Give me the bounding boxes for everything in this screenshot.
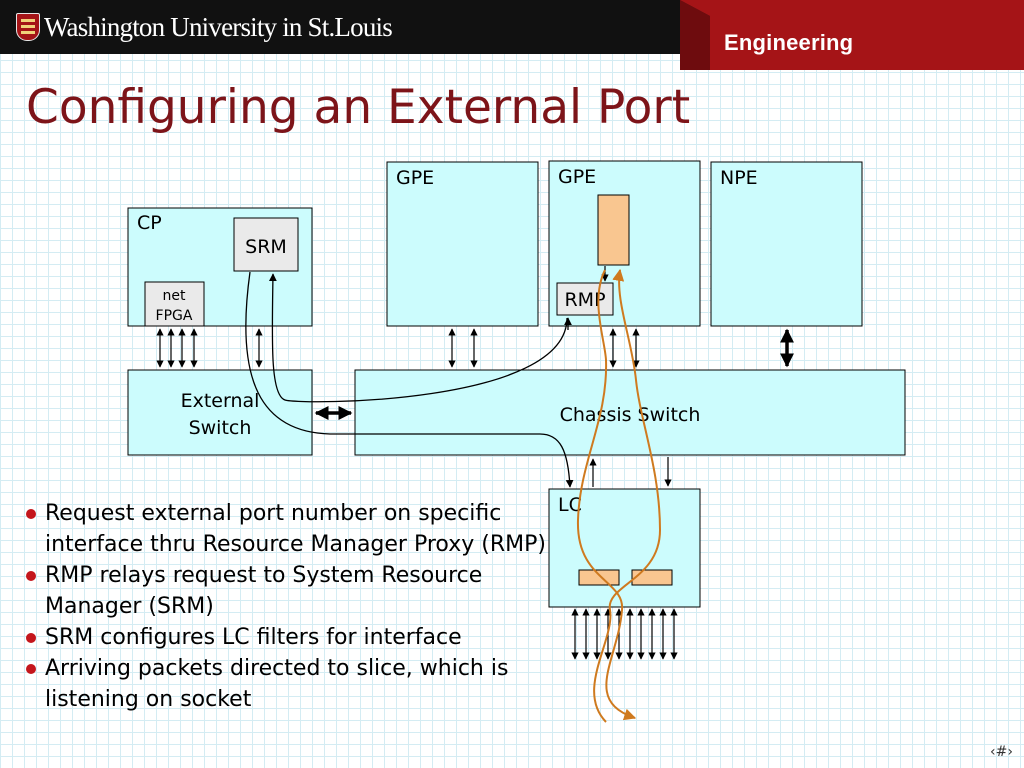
bullet-text: RMP relays request to System Resource Ma…: [45, 563, 483, 619]
lc-label: LC: [558, 494, 582, 516]
bullet-dot-icon: [26, 664, 36, 674]
net-fpga-label-line2: FPGA: [156, 308, 193, 324]
cp-label: CP: [137, 212, 162, 234]
bullet-dot-icon: [26, 509, 36, 519]
packet-path-outbound: [593, 268, 662, 723]
header-engineering-band: [680, 0, 1024, 70]
slice-box: [597, 194, 630, 266]
lc-filter-1: [578, 569, 620, 586]
packet-path-inbound: [576, 269, 637, 721]
npe-label: NPE: [720, 167, 758, 189]
rmp-box: [556, 282, 614, 316]
bullet-item: RMP relays request to System Resource Ma…: [26, 560, 546, 622]
bullet-text: Arriving packets directed to slice, whic…: [45, 656, 509, 712]
lc-filter-2: [631, 569, 673, 586]
gpe-to-chassis-links: [448, 328, 640, 368]
gpe-2-label: GPE: [558, 166, 596, 188]
gpe-1-label: GPE: [396, 167, 434, 189]
bullet-item: Arriving packets directed to slice, whic…: [26, 653, 546, 715]
bullet-item: Request external port number on specific…: [26, 498, 546, 560]
bullet-dot-icon: [26, 571, 36, 581]
srm-box: [233, 217, 299, 272]
bullet-text: Request external port number on specific…: [45, 501, 546, 557]
bullet-text: SRM configures LC filters for interface: [45, 625, 462, 650]
net-fpga-label-line1: net: [163, 288, 186, 304]
bullet-dot-icon: [26, 633, 36, 643]
external-switch-block: [127, 369, 313, 456]
srm-to-lc-path: [245, 271, 574, 488]
lc-external-port-links: [571, 608, 678, 660]
bullet-item: SRM configures LC filters for interface: [26, 622, 546, 653]
university-name: Washington University in St.Louis: [44, 12, 393, 42]
external-switch-label-line2: Switch: [189, 417, 252, 439]
university-shield-icon: [16, 13, 40, 41]
chassis-switch-block: [354, 369, 906, 456]
srm-label: SRM: [245, 236, 287, 258]
slide-number: ‹#›: [990, 744, 1013, 760]
net-fpga-box: [144, 281, 205, 327]
gpe-block-1: [386, 161, 539, 327]
rmp-label: RMP: [564, 289, 605, 311]
slide-title: Configuring an External Port: [26, 80, 691, 135]
chassis-switch-label: Chassis Switch: [560, 404, 701, 426]
external-switch-label-line1: External: [181, 390, 260, 412]
npe-block: [710, 161, 863, 327]
bullet-list: Request external port number on specific…: [26, 498, 546, 715]
rmp-to-srm-path: [268, 273, 568, 403]
department-name: Engineering: [724, 30, 854, 55]
cp-to-external-switch-links: [156, 328, 263, 368]
